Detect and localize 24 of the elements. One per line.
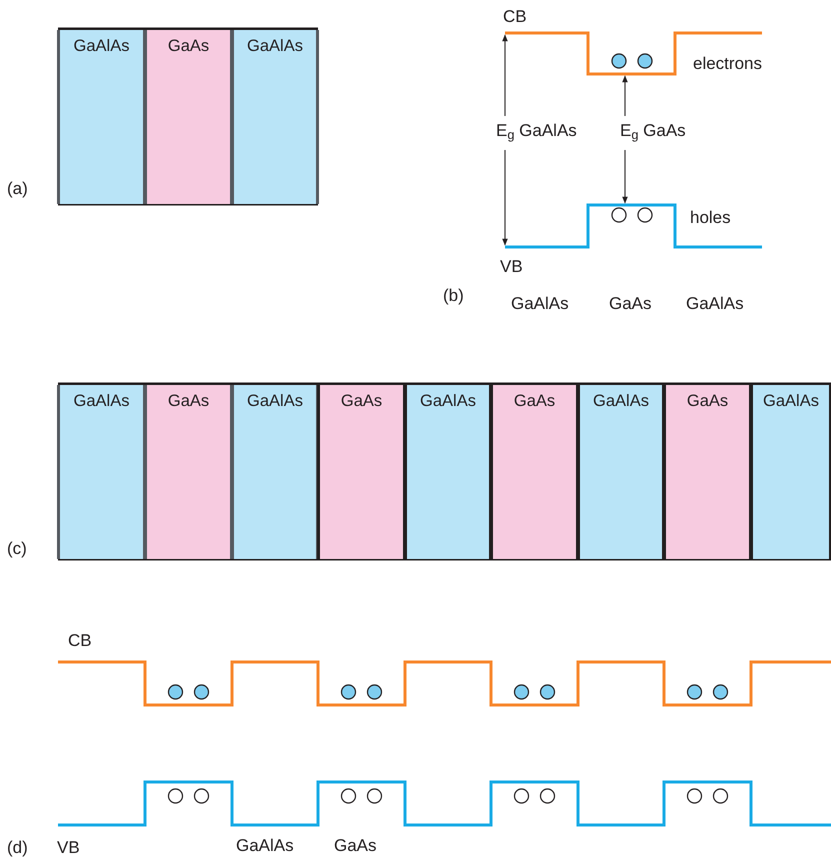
layer-label: GaAs <box>340 391 382 412</box>
layer-label: GaAlAs <box>593 391 649 412</box>
layer-box <box>57 385 146 559</box>
layer-box <box>231 385 319 559</box>
layer-label: GaAs <box>168 391 210 412</box>
layer-label: GaAlAs <box>74 36 130 57</box>
layer-label: GaAs <box>514 391 556 412</box>
layer-label: GaAlAs <box>74 391 130 412</box>
layer-label: GaAs <box>686 391 728 412</box>
layer-box <box>490 385 579 559</box>
layer-label: GaAlAs <box>247 391 303 412</box>
layer-box <box>57 30 146 204</box>
layer-box <box>404 385 492 559</box>
layer-box <box>144 385 233 559</box>
layer-box <box>317 385 406 559</box>
layer-label: GaAlAs <box>420 391 476 412</box>
layer-label: GaAlAs <box>247 36 303 57</box>
layer-box <box>231 30 319 204</box>
layer-box <box>663 385 752 559</box>
layer-box <box>750 385 831 559</box>
layer-box <box>144 30 233 204</box>
layer-label: GaAs <box>168 36 210 57</box>
layer-label: GaAlAs <box>763 391 819 412</box>
layer-box <box>577 385 665 559</box>
